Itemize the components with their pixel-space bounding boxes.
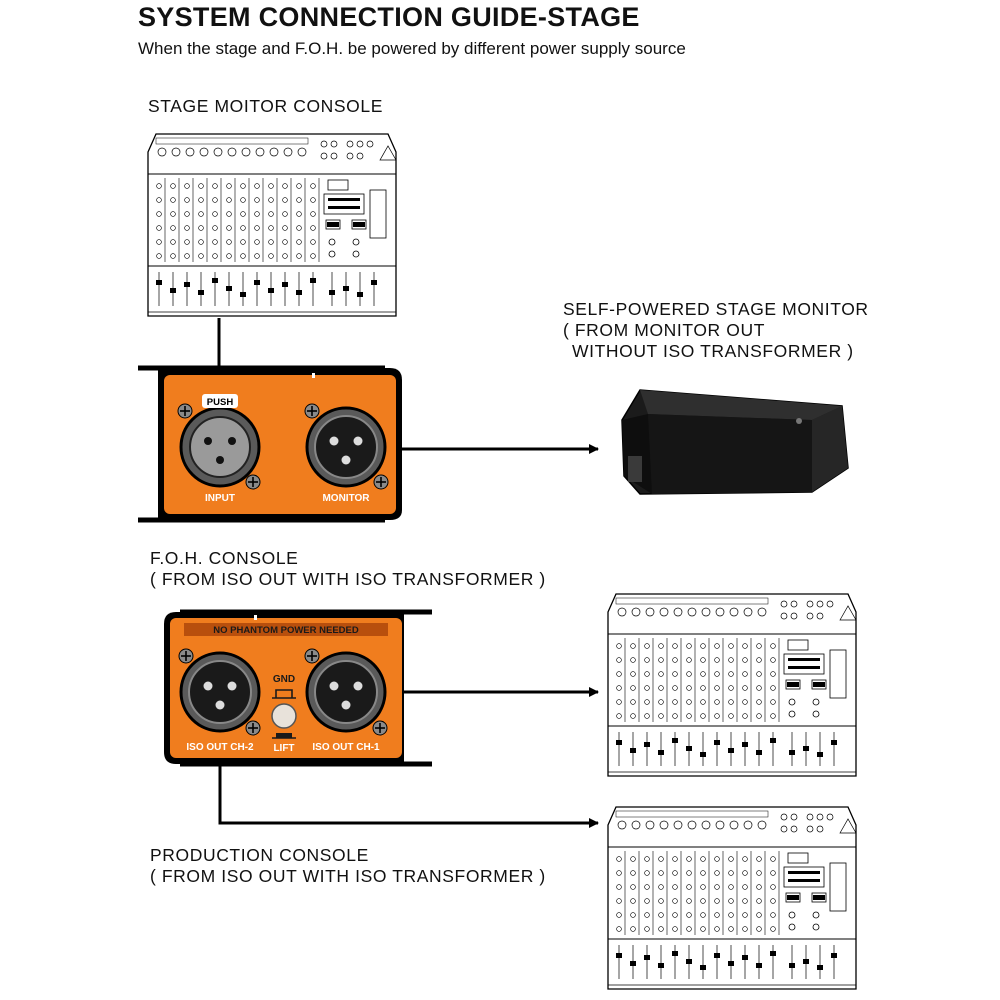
iso-ch2-to-production-line xyxy=(218,742,599,828)
no-phantom-power-banner: NO PHANTOM POWER NEEDED xyxy=(213,625,359,636)
production-console-label-line1: PRODUCTION CONSOLE xyxy=(150,845,369,865)
ground-lift-switch-icon: GND LIFT xyxy=(271,674,297,754)
xlr-male-connector-icon xyxy=(305,651,387,733)
self-powered-monitor-label-line1: SELF-POWERED STAGE MONITOR xyxy=(563,299,869,319)
foh-console-icon xyxy=(607,593,857,777)
di-box-rear-panel: NO PHANTOM POWER NEEDED xyxy=(164,609,432,767)
di-box-front-panel: PUSH INPUT MONITOR xyxy=(138,365,402,523)
push-label: PUSH xyxy=(207,397,234,408)
iso-out-ch2-label: ISO OUT CH-2 xyxy=(186,742,254,753)
stage-monitor-console-label: STAGE MOITOR CONSOLE xyxy=(148,96,383,116)
self-powered-monitor-label-line2: ( FROM MONITOR OUT xyxy=(563,320,765,340)
input-label: INPUT xyxy=(205,493,235,504)
stage-monitor-console-icon xyxy=(147,133,397,317)
xlr-male-connector-icon xyxy=(179,651,261,733)
production-console-icon xyxy=(607,806,857,990)
xlr-female-connector-icon xyxy=(179,406,261,488)
foh-console-label-line2: ( FROM ISO OUT WITH ISO TRANSFORMER ) xyxy=(150,569,546,589)
self-powered-monitor-label-line3: WITHOUT ISO TRANSFORMER ) xyxy=(572,341,854,361)
page-subtitle: When the stage and F.O.H. be powered by … xyxy=(138,39,686,58)
foh-console-label-line1: F.O.H. CONSOLE xyxy=(150,548,299,568)
stage-wedge-speaker-icon xyxy=(621,389,849,495)
iso-out-ch1-label: ISO OUT CH-1 xyxy=(312,742,380,753)
production-console-label-line2: ( FROM ISO OUT WITH ISO TRANSFORMER ) xyxy=(150,866,546,886)
gnd-label: GND xyxy=(273,674,295,685)
xlr-male-connector-icon xyxy=(305,406,387,488)
lift-label: LIFT xyxy=(273,743,294,754)
page-title: SYSTEM CONNECTION GUIDE-STAGE xyxy=(138,2,640,32)
monitor-label: MONITOR xyxy=(322,493,370,504)
